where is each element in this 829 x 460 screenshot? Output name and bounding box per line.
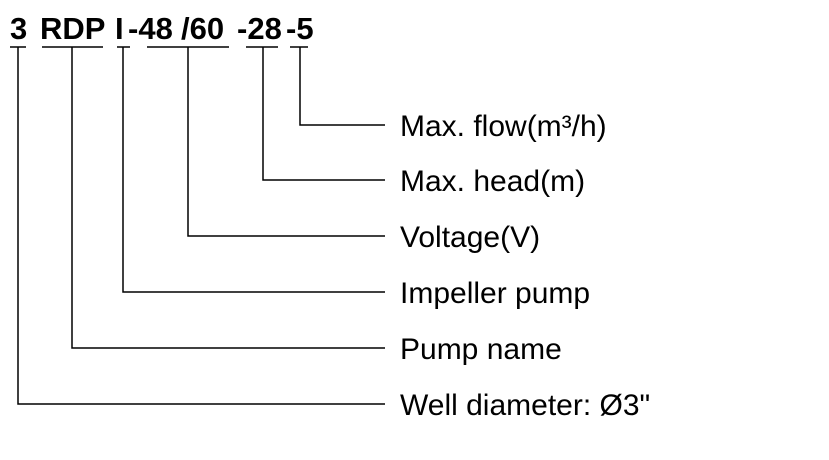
callout-labels: Max. flow(m³/h) Max. head(m) Voltage(V) …: [400, 110, 650, 422]
code-segment-voltage-b: /60: [181, 11, 224, 46]
code-segment-voltage-a: -48: [128, 11, 173, 46]
label-pump-name: Pump name: [400, 333, 562, 366]
code-segment-head: -28: [237, 11, 282, 46]
leader-voltage: [187, 47, 385, 237]
leader-well-diameter: [17, 47, 385, 405]
label-max-flow: Max. flow(m³/h): [400, 110, 607, 143]
code-segment-flow: -5: [286, 11, 314, 46]
label-well-diameter: Well diameter: Ø3": [400, 389, 650, 422]
label-impeller-pump: Impeller pump: [400, 277, 590, 310]
label-voltage: Voltage(V): [400, 221, 540, 254]
model-code: 3 RDP I -48 /60 -28 -5: [10, 11, 314, 46]
leader-max-head: [262, 47, 385, 181]
leader-lines: [17, 47, 385, 405]
leader-impeller-pump: [122, 47, 385, 293]
code-segment-impeller: I: [115, 11, 124, 46]
leader-pump-name: [71, 47, 385, 349]
label-max-head: Max. head(m): [400, 165, 585, 198]
leader-max-flow: [299, 47, 385, 126]
code-segment-well-diameter: 3: [10, 11, 27, 46]
code-segment-pump-name: RDP: [40, 11, 105, 46]
